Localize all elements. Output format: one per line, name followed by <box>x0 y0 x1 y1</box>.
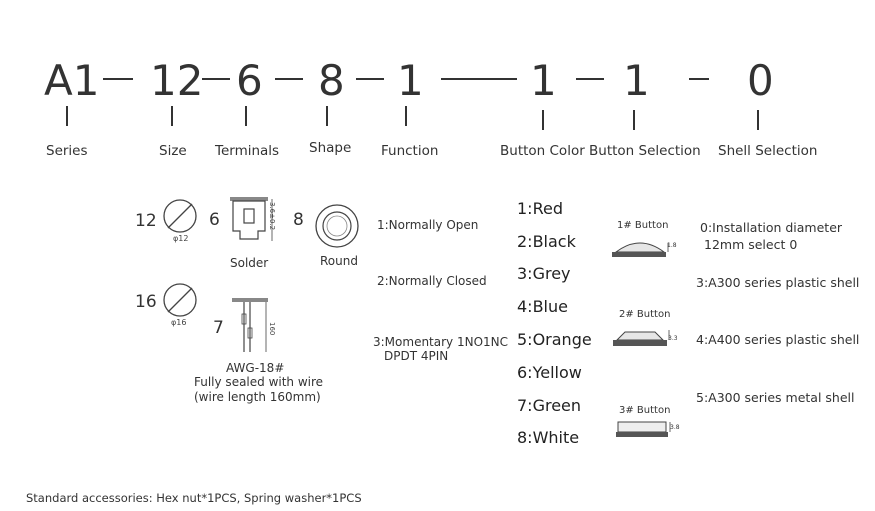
label-button-color: Button Color <box>500 143 585 159</box>
code-dash <box>576 78 604 80</box>
code-button-selection: 1 <box>623 56 650 105</box>
code-function: 1 <box>397 56 424 105</box>
code-size: 12 <box>150 56 204 105</box>
wire-length-label: (wire length 160mm) <box>194 390 321 404</box>
code-series: A1 <box>44 56 100 105</box>
terminal-6-number: 6 <box>209 210 220 230</box>
code-shape: 8 <box>318 56 345 105</box>
solder-terminal-icon <box>230 197 273 241</box>
color-item: 7:Green <box>517 396 582 415</box>
label-function: Function <box>381 143 439 159</box>
button-3-flat-icon <box>616 421 671 437</box>
code-dash <box>356 78 384 80</box>
shell-3: 3:A300 series plastic shell <box>696 275 860 290</box>
label-terminals: Terminals <box>215 143 280 159</box>
color-item: 5:Orange <box>517 330 592 349</box>
code-dash <box>689 78 709 80</box>
shell-0-line2: 12mm select 0 <box>704 237 798 252</box>
tick-function <box>405 106 407 126</box>
label-button-selection: Button Selection <box>589 143 701 159</box>
round-shape-icon <box>315 204 359 248</box>
label-series: Series <box>46 143 88 159</box>
code-button-color: 1 <box>530 56 557 105</box>
color-item: 2:Black <box>517 232 576 251</box>
function-1: 1:Normally Open <box>377 218 479 232</box>
code-dash <box>202 78 230 80</box>
shape-8-number: 8 <box>293 210 304 230</box>
tick-button-selection <box>633 110 635 130</box>
tick-series <box>66 106 68 126</box>
function-3-line2: DPDT 4PIN <box>384 349 449 363</box>
round-label: Round <box>320 254 358 268</box>
button-1-label: 1# Button <box>617 220 669 231</box>
solder-label: Solder <box>230 256 269 270</box>
shell-0-line1: 0:Installation diameter <box>700 220 843 235</box>
terminal-7-number: 7 <box>213 318 224 338</box>
code-dash <box>103 78 133 80</box>
function-2: 2:Normally Closed <box>377 274 487 288</box>
size-12-circle-icon <box>163 199 197 233</box>
size-16-number: 16 <box>135 292 157 312</box>
color-item: 8:White <box>517 428 580 447</box>
label-shell-selection: Shell Selection <box>718 143 818 159</box>
tick-size <box>171 106 173 126</box>
function-3-line1: 3:Momentary 1NO1NC <box>373 335 509 349</box>
size-12-diameter: φ12 <box>173 234 189 243</box>
label-size: Size <box>159 143 187 159</box>
color-item: 3:Grey <box>517 264 571 283</box>
tick-shell-selection <box>757 110 759 130</box>
size-16-circle-icon <box>163 283 197 317</box>
button-2-label: 2# Button <box>619 309 671 320</box>
color-item: 4:Blue <box>517 297 568 316</box>
tick-shape <box>326 106 328 126</box>
code-dash <box>275 78 303 80</box>
wire-terminal-icon <box>232 298 268 352</box>
shell-5: 5:A300 series metal shell <box>696 390 855 405</box>
button-2-height: 3.3 <box>668 335 678 342</box>
color-item: 1:Red <box>517 199 563 218</box>
button-3-height: 3.8 <box>670 424 680 431</box>
label-shape: Shape <box>309 140 352 156</box>
code-dash <box>441 78 517 80</box>
shell-4: 4:A400 series plastic shell <box>696 332 860 347</box>
size-16-diameter: φ16 <box>171 318 187 327</box>
tick-button-color <box>542 110 544 130</box>
code-terminals: 6 <box>236 56 263 105</box>
button-1-height: 1.8 <box>667 242 677 249</box>
button-2-dome-icon <box>613 330 670 346</box>
sealed-label: Fully sealed with wire <box>194 375 324 389</box>
tick-terminals <box>245 106 247 126</box>
solder-dimension: 3.6±0.2 <box>268 202 276 231</box>
awg-label: AWG-18# <box>226 361 285 375</box>
size-12-number: 12 <box>135 211 157 231</box>
button-1-dome-icon <box>612 242 669 257</box>
footer-accessories: Standard accessories: Hex nut*1PCS, Spri… <box>26 491 362 505</box>
color-item: 6:Yellow <box>517 363 582 382</box>
button-3-label: 3# Button <box>619 405 671 416</box>
wire-dimension: 160 <box>268 322 276 336</box>
code-shell-selection: 0 <box>747 56 774 105</box>
